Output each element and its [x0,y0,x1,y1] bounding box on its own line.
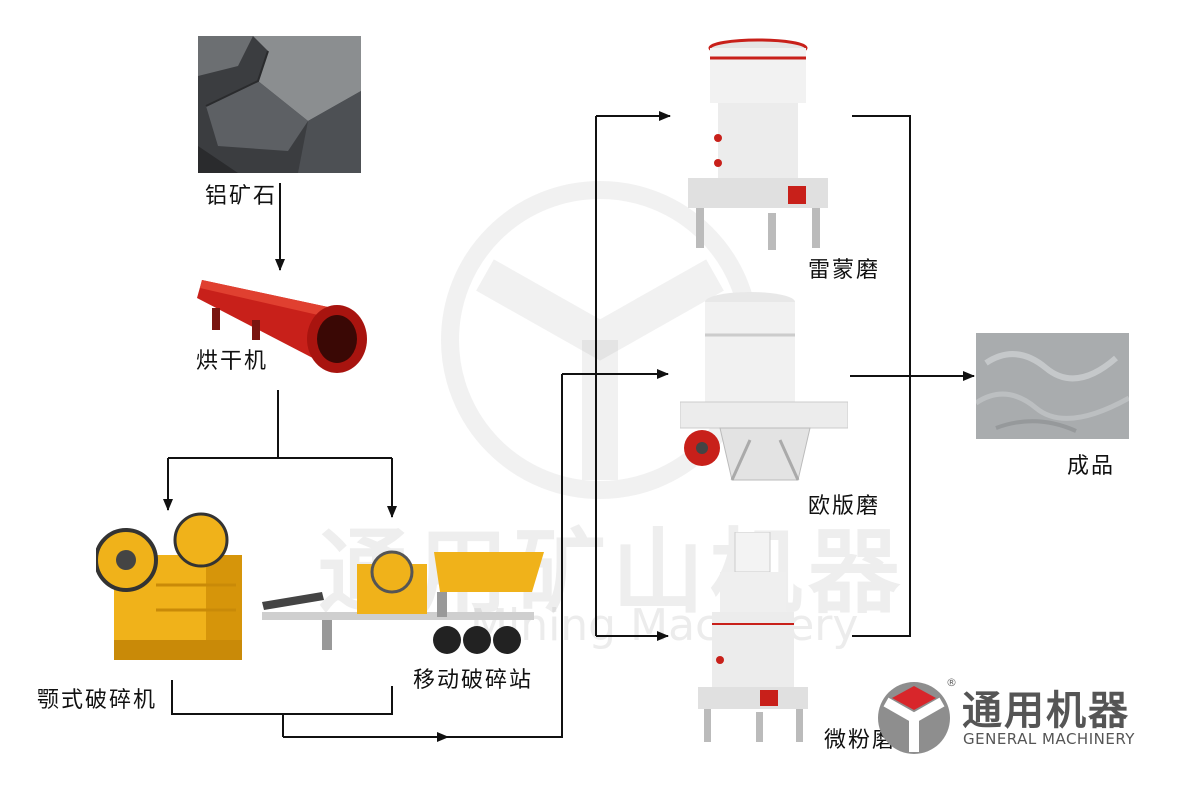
jaw-crusher-label: 颚式破碎机 [37,688,158,713]
micro-mill-image [698,532,808,742]
euro-mill-label: 欧版磨 [808,494,881,519]
raymond-mill-image [688,38,828,250]
euro-mill-image [680,292,848,481]
raymond-mill-label: 雷蒙磨 [808,258,881,283]
mobile-station-label: 移动破碎站 [413,668,534,693]
product-label: 成品 [1067,454,1116,479]
ore-label: 铝矿石 [205,184,278,209]
brand-name-en: GENERAL MACHINERY [963,730,1135,748]
dryer-image [197,280,367,373]
jaw-crusher-image [96,512,242,660]
mobile-station-image [262,550,544,654]
ore-image [198,36,361,173]
line-crushers-merge [171,680,393,715]
line-up-to-mills [448,374,563,738]
registered-mark: ® [946,676,957,689]
brand-name: 通用机器 [962,688,1130,734]
product-image [976,333,1129,439]
brand-logo-icon [878,682,950,754]
dryer-label: 烘干机 [196,349,269,374]
